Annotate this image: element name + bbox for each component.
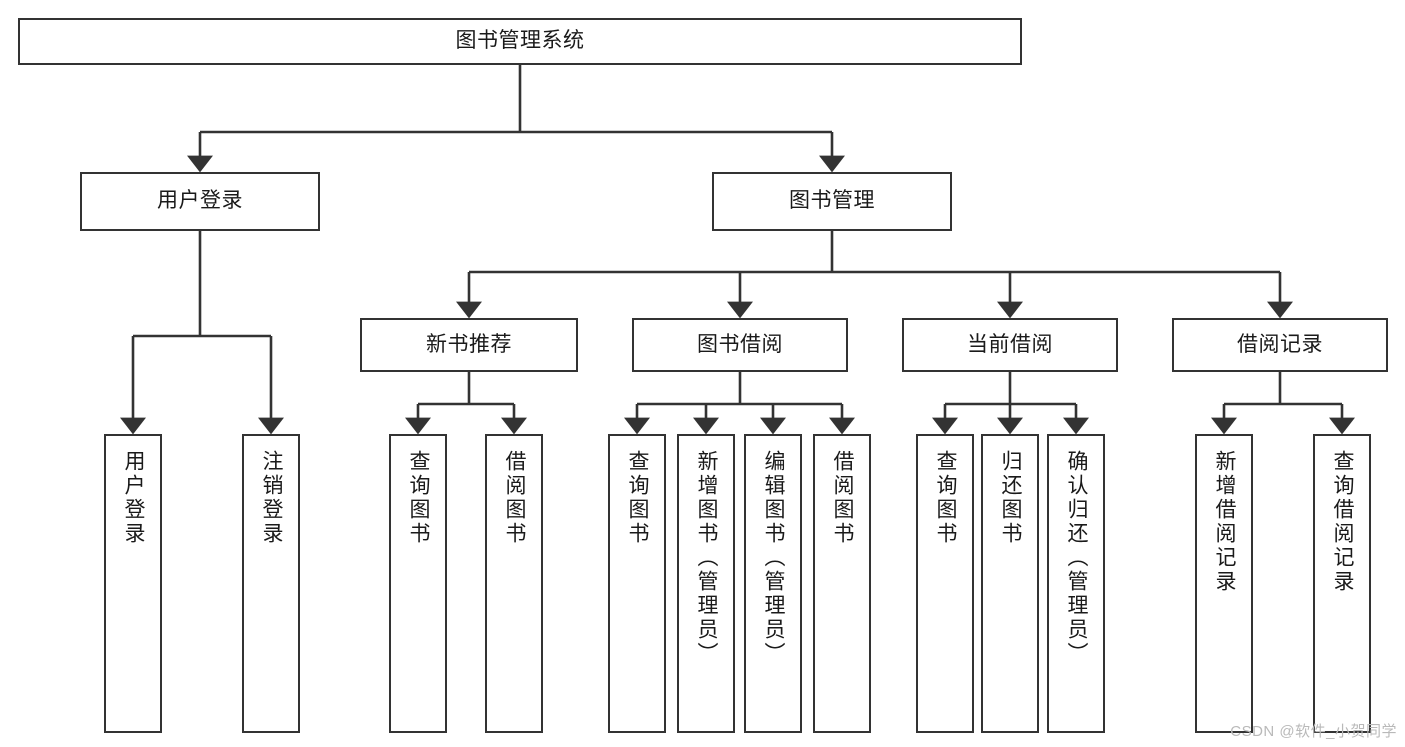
leaf-label: 归还图书 bbox=[999, 450, 1023, 546]
node-current-borrow[interactable]: 当前借阅 bbox=[902, 318, 1118, 372]
leaf-label: 新增借阅记录 bbox=[1213, 450, 1237, 594]
leaf-current-confirm-return[interactable]: 确认归还（管理员） bbox=[1047, 434, 1105, 733]
leaf-borrow-edit-book[interactable]: 编辑图书（管理员） bbox=[744, 434, 802, 733]
leaf-record-query-record[interactable]: 查询借阅记录 bbox=[1313, 434, 1371, 733]
leaf-label: 借阅图书 bbox=[831, 450, 855, 546]
node-current-borrow-label: 当前借阅 bbox=[967, 332, 1053, 356]
leaf-borrow-borrow-book[interactable]: 借阅图书 bbox=[813, 434, 871, 733]
leaf-current-query-book[interactable]: 查询图书 bbox=[916, 434, 974, 733]
node-book-borrow-label: 图书借阅 bbox=[697, 332, 783, 356]
leaf-user-login-login[interactable]: 用户登录 bbox=[104, 434, 162, 733]
node-book-management[interactable]: 图书管理 bbox=[712, 172, 952, 231]
leaf-label: 查询图书 bbox=[934, 450, 958, 546]
leaf-label: 确认归还（管理员） bbox=[1065, 450, 1089, 666]
node-user-login-label: 用户登录 bbox=[157, 189, 243, 213]
leaf-new-book-borrow[interactable]: 借阅图书 bbox=[485, 434, 543, 733]
node-book-borrow[interactable]: 图书借阅 bbox=[632, 318, 848, 372]
node-new-book-recommend[interactable]: 新书推荐 bbox=[360, 318, 578, 372]
leaf-label: 查询图书 bbox=[407, 450, 431, 546]
node-borrow-record-label: 借阅记录 bbox=[1237, 332, 1323, 356]
leaf-label: 用户登录 bbox=[122, 450, 146, 546]
node-new-book-recommend-label: 新书推荐 bbox=[426, 332, 512, 356]
node-user-login[interactable]: 用户登录 bbox=[80, 172, 320, 231]
node-borrow-record[interactable]: 借阅记录 bbox=[1172, 318, 1388, 372]
node-root-label: 图书管理系统 bbox=[455, 29, 585, 53]
leaf-current-return-book[interactable]: 归还图书 bbox=[981, 434, 1039, 733]
leaf-label: 新增图书（管理员） bbox=[695, 450, 719, 666]
leaf-user-login-logout[interactable]: 注销登录 bbox=[242, 434, 300, 733]
leaf-borrow-add-book[interactable]: 新增图书（管理员） bbox=[677, 434, 735, 733]
leaf-label: 查询借阅记录 bbox=[1331, 450, 1355, 594]
leaf-label: 编辑图书（管理员） bbox=[762, 450, 786, 666]
leaf-label: 借阅图书 bbox=[503, 450, 527, 546]
node-book-management-label: 图书管理 bbox=[789, 189, 875, 213]
leaf-new-book-query[interactable]: 查询图书 bbox=[389, 434, 447, 733]
node-root[interactable]: 图书管理系统 bbox=[18, 18, 1022, 65]
leaf-borrow-query-book[interactable]: 查询图书 bbox=[608, 434, 666, 733]
watermark-text: CSDN @软件_小贺同学 bbox=[1230, 723, 1397, 740]
leaf-label: 注销登录 bbox=[260, 450, 284, 546]
leaf-record-add-record[interactable]: 新增借阅记录 bbox=[1195, 434, 1253, 733]
leaf-label: 查询图书 bbox=[626, 450, 650, 546]
